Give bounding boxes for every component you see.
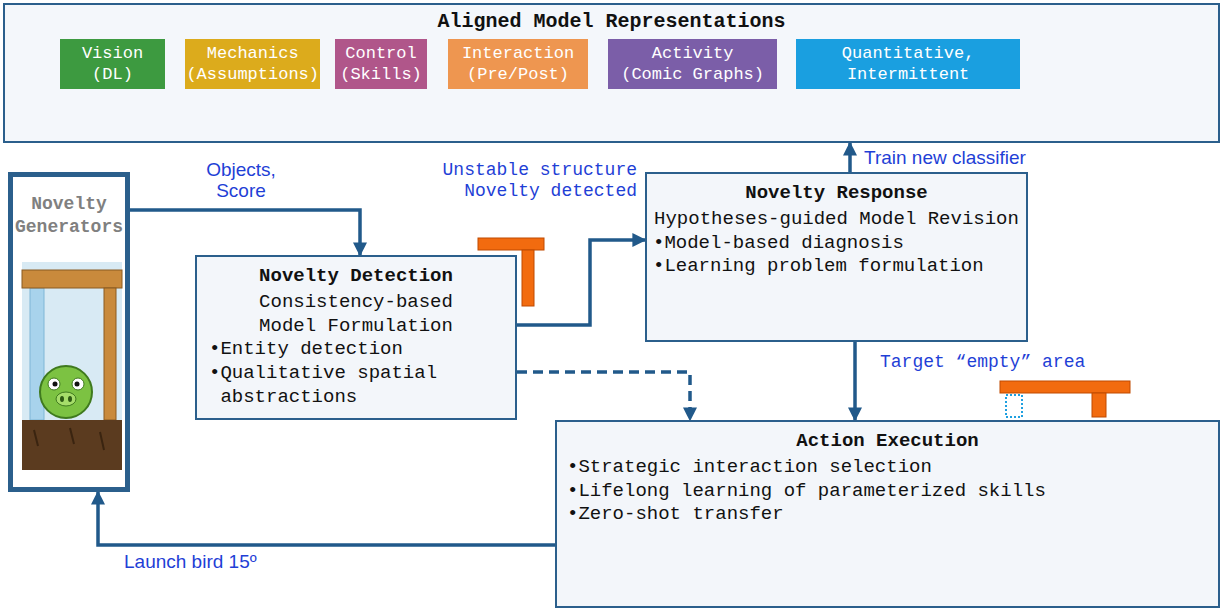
t-block-bar [1000, 381, 1130, 393]
box-subheading: Consistency-based Model Formulation [253, 291, 458, 339]
generator-box: Novelty Generators [8, 172, 130, 492]
box-heading: Aligned Model Representations [5, 9, 1218, 34]
flow-arrow [98, 492, 555, 545]
bullet-item: •Entity detection [209, 338, 503, 362]
representation-box: Quantitative, Intermittent [796, 39, 1020, 89]
representation-box: Interaction (Pre/Post) [448, 39, 588, 89]
target-area-icon [1000, 381, 1130, 417]
representation-box: Vision (DL) [60, 39, 165, 89]
ground-cracks [34, 428, 104, 450]
flow-arrow [848, 143, 852, 172]
pig-nostril [60, 396, 64, 402]
representations-panel: Aligned Model RepresentationsVision (DL)… [3, 3, 1220, 143]
flow-arrow [517, 372, 690, 420]
box-subheading: Hypotheses-guided Model Revision [653, 208, 1020, 232]
box-heading: Action Execution [567, 430, 1208, 454]
box-heading: Quantitative, Intermittent [837, 43, 980, 86]
pig-snout [56, 392, 76, 406]
box-heading: Mechanics (Assumptions) [186, 43, 319, 86]
representation-box: Mechanics (Assumptions) [185, 39, 320, 89]
pig-eye [72, 378, 84, 390]
representation-box: Activity (Comic Graphs) [608, 39, 777, 89]
bullet-item: •Lifelong learning of parameterized skil… [567, 480, 1208, 504]
flow-arrow [517, 240, 645, 325]
annotation-label: Unstable structure Novelty detected [410, 160, 639, 201]
t-block-bar [478, 238, 544, 250]
flow-arrow [853, 342, 857, 420]
annotation-label: Target “empty” area [878, 352, 1182, 373]
t-block-stem [1092, 393, 1106, 417]
pig-body [40, 366, 92, 418]
pig-nostril [68, 396, 72, 402]
pig-eye [48, 378, 60, 390]
game-scene [22, 262, 122, 470]
process-box: Novelty DetectionConsistency-based Model… [195, 255, 517, 420]
process-box: Novelty ResponseHypotheses-guided Model … [645, 172, 1028, 342]
bullet-item: •Qualitative spatial abstractions [209, 362, 503, 410]
edge-label: Objects, Score [193, 160, 289, 202]
wood-pillar [104, 288, 116, 420]
wood-beam [22, 270, 122, 288]
process-box: Action Execution•Strategic interaction s… [555, 420, 1220, 608]
box-heading: Activity (Comic Graphs) [621, 43, 764, 86]
target-area [1006, 395, 1022, 417]
representation-box: Control (Skills) [335, 39, 427, 89]
box-heading: Control (Skills) [340, 43, 422, 86]
bullet-item: •Model-based diagnosis [653, 232, 1020, 256]
box-heading: Novelty Generators [15, 193, 123, 238]
box-heading: Vision (DL) [77, 43, 148, 86]
sky-background [22, 262, 122, 470]
edge-label: Launch bird 15º [122, 552, 259, 573]
bullet-item: •Strategic interaction selection [567, 456, 1208, 480]
flow-arrow [130, 210, 360, 255]
edge-label: Train new classifier [862, 148, 1028, 169]
t-block-stem [522, 250, 534, 306]
bullet-item: •Learning problem formulation [653, 255, 1020, 279]
ground [22, 420, 122, 470]
pig-pupil [75, 382, 80, 387]
box-heading: Novelty Detection [209, 265, 503, 289]
bullet-item: •Zero-shot transfer [567, 503, 1208, 527]
pig-pupil [53, 382, 58, 387]
box-heading: Interaction (Pre/Post) [453, 43, 583, 86]
box-heading: Novelty Response [653, 182, 1020, 206]
